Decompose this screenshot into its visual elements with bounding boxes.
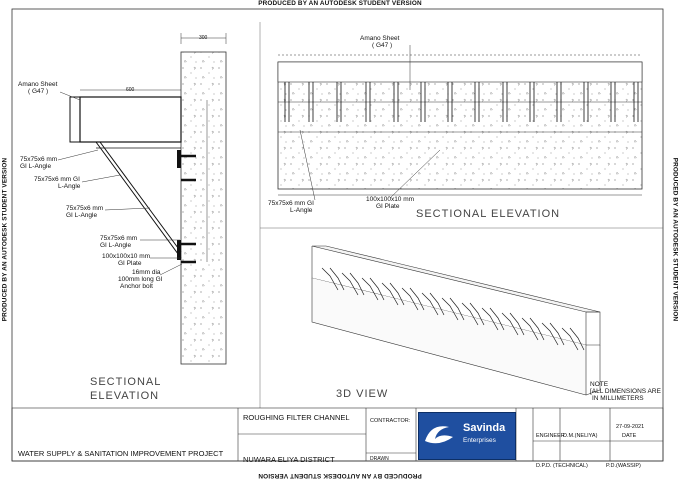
label-angle-1b: GI L-Angle: [20, 163, 52, 170]
district-name: NUWARA ELIYA DISTRICT: [243, 455, 335, 464]
label-amano-right: Amano Sheet: [360, 35, 400, 42]
label-angle-right-b: L-Angle: [290, 207, 313, 214]
engineer-value: D.M.(NELIYA): [563, 433, 598, 439]
note-line-2: [ALL DIMENSIONS ARE: [590, 388, 661, 395]
date-value: 27-09-2021: [616, 424, 645, 430]
drawn-label: DRAWN: [370, 456, 389, 462]
label-angle-1a: 75x75x6 mm: [20, 156, 58, 163]
right-view-title: SECTIONAL ELEVATION: [416, 208, 561, 220]
label-bolt-b: 100mm long GI: [118, 276, 163, 283]
left-view-title-1: SECTIONAL: [90, 376, 162, 388]
date-label: DATE: [622, 433, 637, 439]
label-angle-4a: 75x75x6 mm: [100, 235, 138, 242]
title-block: [11, 407, 664, 462]
logo-sub: Enterprises: [463, 437, 496, 444]
label-plate-b: GI Plate: [118, 260, 142, 267]
label-angle-3a: 75x75x6 mm: [66, 205, 104, 212]
label-plate-right-a: 100x100x10 mm: [366, 196, 415, 203]
label-angle-3b: GI L-Angle: [66, 212, 98, 219]
note-line-3: IN MILLIMETERS: [592, 395, 644, 402]
label-angle-2a: 75x75x6 mm GI: [34, 176, 80, 183]
label-angle-right-a: 75x75x6 mm GI: [268, 200, 314, 207]
concrete-wall: [180, 51, 227, 365]
swirl-icon: [425, 426, 453, 444]
left-section-view: [57, 33, 227, 365]
note-line-1: NOTE: [590, 381, 609, 388]
engineer-label: ENGINEER: [536, 433, 565, 439]
left-dim-inner: 600: [126, 87, 135, 93]
label-plate-right-b: GI Plate: [376, 203, 400, 210]
contractor-label: CONTRACTOR:: [370, 418, 411, 424]
label-plate-a: 100x100x10 mm: [102, 253, 151, 260]
channel-box: [79, 96, 182, 143]
three-d-view-title: 3D VIEW: [336, 388, 389, 400]
right-section-view: [277, 45, 643, 201]
left-dim-top: 300: [199, 35, 208, 41]
pd-label: P.D.(WASSIP): [606, 463, 641, 469]
label-angle-2b: L-Angle: [58, 183, 81, 190]
watermark-top: PRODUCED BY AN AUTODESK STUDENT VERSION: [258, 0, 422, 7]
drawing-title: ROUGHING FILTER CHANNEL: [243, 413, 350, 422]
logo-name: Savinda: [463, 422, 506, 434]
left-view-title-2: ELEVATION: [90, 390, 160, 402]
label-amano-left: Amano Sheet: [18, 81, 58, 88]
three-d-view: [311, 245, 601, 396]
filter-slab: [277, 61, 643, 190]
label-angle-4b: GI L-Angle: [100, 242, 132, 249]
label-amano-left-sub: ( G47 ): [28, 88, 49, 95]
label-amano-right-sub: ( G47 ): [372, 42, 393, 49]
label-bolt-a: 16mm dia: [132, 269, 161, 276]
contractor-logo: Savinda Enterprises: [418, 412, 516, 460]
project-name: WATER SUPPLY & SANITATION IMPROVEMENT PR…: [18, 449, 224, 458]
label-bolt-c: Anchor bolt: [120, 283, 153, 290]
dpd-label: D.P.D. (TECHNICAL): [536, 463, 588, 469]
